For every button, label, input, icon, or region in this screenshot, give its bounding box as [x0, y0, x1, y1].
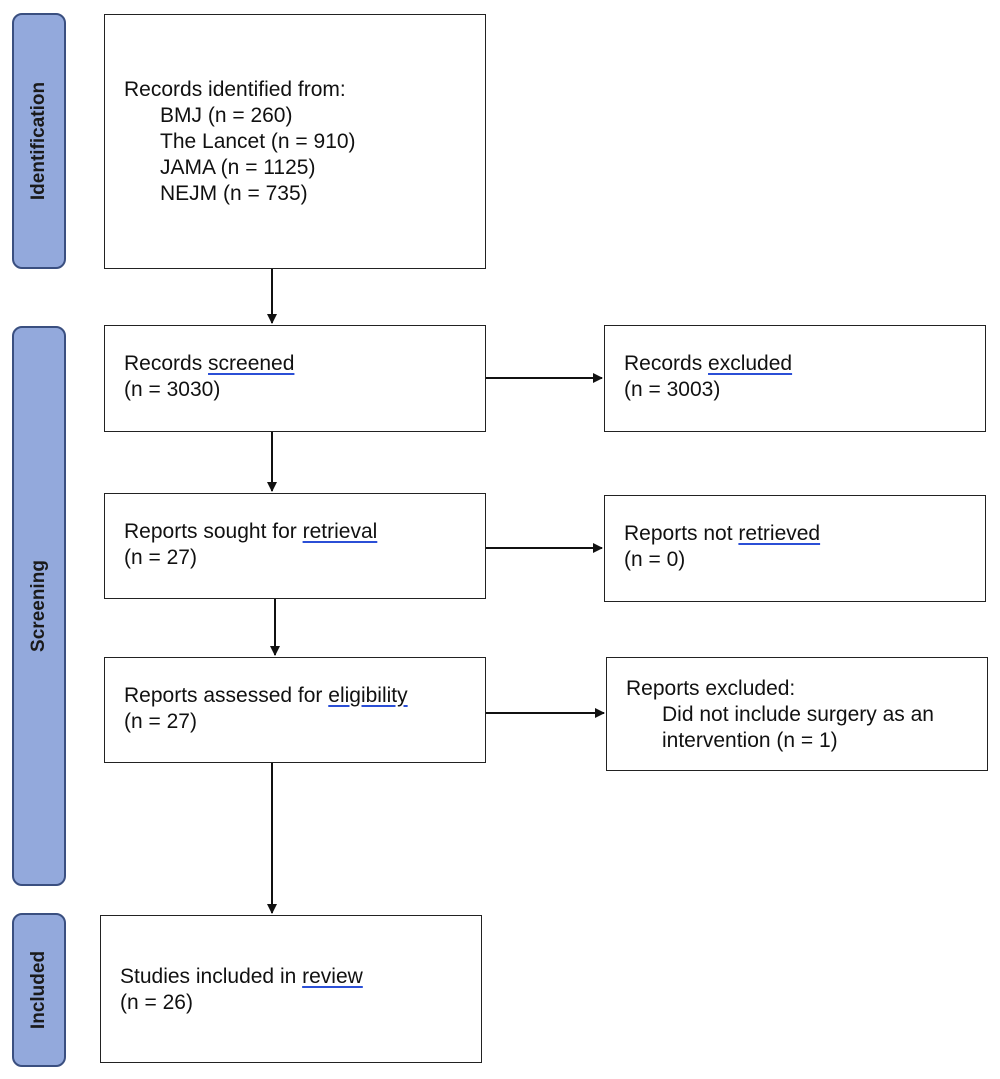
identified-box: Records identified from: BMJ (n = 260) T…	[104, 14, 486, 269]
excluded-box: Records excluded (n = 3003)	[604, 325, 986, 432]
assessed-prefix: Reports assessed for	[124, 684, 329, 707]
screened-link: screened	[208, 352, 295, 375]
source-item: NEJM (n = 735)	[160, 182, 308, 205]
not-retrieved-link: retrieved	[738, 522, 821, 545]
included-link: review	[302, 965, 363, 988]
screened-label: Records screened	[124, 351, 485, 377]
screened-count: (n = 3030)	[124, 378, 221, 401]
included-label: Studies included in review	[120, 964, 481, 990]
source-item: BMJ (n = 260)	[160, 104, 293, 127]
identified-title: Records identified from:	[124, 78, 346, 101]
screened-prefix: Records	[124, 352, 209, 375]
screened-box: Records screened (n = 3030)	[104, 325, 486, 432]
reports-excluded-title: Reports excluded:	[626, 677, 796, 700]
phase-included-label: Included	[28, 950, 49, 1030]
not-retrieved-label: Reports not retrieved	[624, 521, 985, 547]
sought-link: retrieval	[302, 520, 378, 543]
not-retrieved-prefix: Reports not	[624, 522, 739, 545]
phase-identification: Identification	[12, 13, 66, 269]
assessed-count: (n = 27)	[124, 710, 197, 733]
included-count: (n = 26)	[120, 991, 193, 1014]
sought-prefix: Reports sought for	[124, 520, 303, 543]
excluded-count: (n = 3003)	[624, 378, 721, 401]
not-retrieved-box: Reports not retrieved (n = 0)	[604, 495, 986, 602]
included-box: Studies included in review (n = 26)	[100, 915, 482, 1063]
sought-box: Reports sought for retrieval (n = 27)	[104, 493, 486, 599]
source-item: JAMA (n = 1125)	[160, 156, 316, 179]
not-retrieved-count: (n = 0)	[624, 548, 686, 571]
phase-screening-label: Screening	[28, 560, 49, 652]
phase-included: Included	[12, 913, 66, 1067]
assessed-label: Reports assessed for eligibility	[124, 683, 485, 709]
exclusion-reason: intervention (n = 1)	[662, 729, 838, 752]
excluded-link: excluded	[708, 352, 793, 375]
excluded-label: Records excluded	[624, 351, 985, 377]
reports-excluded-box: Reports excluded: Did not include surger…	[606, 657, 988, 771]
exclusion-reason: Did not include surgery as an	[662, 703, 934, 726]
included-prefix: Studies included in	[120, 965, 303, 988]
sought-count: (n = 27)	[124, 546, 197, 569]
source-item: The Lancet (n = 910)	[160, 130, 356, 153]
phase-identification-label: Identification	[28, 81, 49, 201]
assessed-box: Reports assessed for eligibility (n = 27…	[104, 657, 486, 763]
sought-label: Reports sought for retrieval	[124, 519, 485, 545]
excluded-prefix: Records	[624, 352, 709, 375]
phase-screening: Screening	[12, 326, 66, 886]
assessed-link: eligibility	[328, 684, 408, 707]
